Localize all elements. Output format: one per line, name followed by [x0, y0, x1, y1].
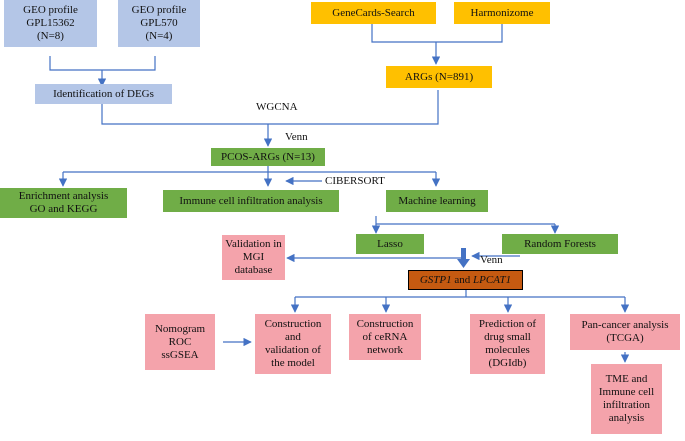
tme-immune-infiltration-box: TME and Immune cell infiltration analysi…: [591, 364, 662, 434]
gene-and-text: and: [451, 273, 474, 286]
gene-gstp1: GSTP1: [419, 273, 452, 286]
key-genes-thick-arrow-shaft: [461, 248, 466, 260]
geo-gpl15362-box: GEO profile GPL15362 (N=8): [4, 0, 97, 47]
key-genes-box: GSTP1 and LPCAT1: [408, 270, 523, 290]
args-box: ARGs (N=891): [386, 66, 492, 88]
venn-label-top: Venn: [285, 131, 308, 143]
geo-join-connector: [49, 56, 156, 71]
source-join-connector: [371, 24, 503, 43]
pan-cancer-analysis-box: Pan-cancer analysis (TCGA): [570, 314, 680, 350]
enrichment-analysis-box: Enrichment analysis GO and KEGG: [0, 188, 127, 218]
degs-args-join-connector: [101, 90, 439, 125]
cibersort-label: CIBERSORT: [325, 175, 385, 187]
model-construction-box: Construction and validation of the model: [255, 314, 331, 374]
mgi-validation-box: Validation in MGI database: [222, 235, 285, 280]
drug-prediction-box: Prediction of drug small molecules (DGId…: [470, 314, 545, 374]
random-forests-box: Random Forests: [502, 234, 618, 254]
cerna-network-box: Construction of ceRNA network: [349, 314, 421, 360]
venn-label-genes: Venn: [480, 254, 503, 266]
machine-learning-box: Machine learning: [386, 190, 488, 212]
ml-split-connector: [375, 216, 555, 225]
degs-box: Identification of DEGs: [35, 84, 172, 104]
wgcna-label: WGCNA: [256, 101, 298, 113]
harmonizome-box: Harmonizome: [454, 2, 550, 24]
gene-lpcat1: LPCAT1: [473, 273, 512, 286]
genecards-search-box: GeneCards-Search: [311, 2, 436, 24]
nomogram-roc-ssgsea-box: Nomogram ROC ssGSEA: [145, 314, 215, 370]
immune-infiltration-box: Immune cell infiltration analysis: [163, 190, 339, 212]
lasso-box: Lasso: [356, 234, 424, 254]
geo-gpl570-box: GEO profile GPL570 (N=4): [118, 0, 200, 47]
key-genes-thick-arrow-head: [457, 259, 470, 268]
pcos-args-box: PCOS-ARGs (N=13): [211, 148, 325, 166]
